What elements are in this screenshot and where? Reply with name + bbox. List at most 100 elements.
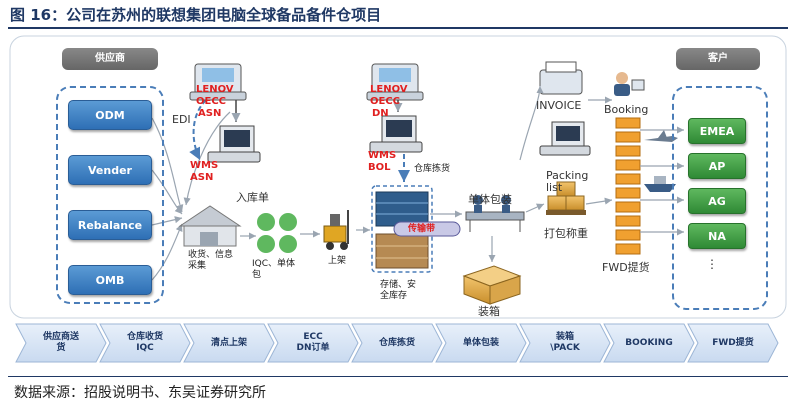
customer-emea[interactable]: EMEA [688, 118, 746, 144]
receive-label-1: 收货、信息 [188, 250, 234, 260]
dn-terminal-icon [366, 63, 424, 101]
edi-terminal-icon [189, 63, 247, 101]
pallet-boxes-icon [546, 181, 586, 215]
wms-bol-line-2: BOL [368, 162, 391, 173]
wms-bol-line-1: WMS [368, 150, 397, 161]
step-fwd-pickup: FWD提货 [694, 324, 772, 362]
shipping-box-icon [462, 265, 522, 305]
storage-label-2: 全库存 [380, 291, 408, 301]
chevron-9 [687, 323, 779, 363]
customer-header: 客户 [676, 48, 760, 70]
edi-label: EDI [172, 113, 191, 126]
inbound-order-label: 入库单 [236, 191, 269, 204]
supplier-odm[interactable]: ODM [68, 100, 152, 130]
step-unit-pack: 单体包装 [442, 324, 520, 362]
airplane-icon [644, 130, 678, 142]
step-boxing: 装箱\PACK [526, 324, 604, 362]
wms-computer-icon [207, 125, 261, 163]
chevron-3 [183, 323, 275, 363]
process-chevrons [15, 323, 779, 363]
step-count-shelve: 清点上架 [190, 324, 268, 362]
step-7-line-1: 装箱 [555, 332, 574, 342]
title-rule [8, 27, 788, 29]
conveyor-belt-icon [393, 221, 461, 237]
iqc-label-2: 包 [252, 270, 262, 280]
step-picking: 仓库拣货 [358, 324, 436, 362]
packing-station-icon [465, 195, 525, 232]
step-4-line-2: DN订单 [296, 343, 330, 353]
qc-badge-icons [257, 213, 297, 253]
storage-frame [371, 185, 433, 273]
step-9-line-1: FWD提货 [712, 337, 754, 348]
conveyor-label: 传输带 [408, 224, 436, 234]
fwd-rack-icon [615, 117, 641, 255]
chevron-5 [351, 323, 443, 363]
step-2-line-1: 仓库收货 [126, 332, 163, 342]
chevron-4 [267, 323, 359, 363]
chevron-7 [519, 323, 611, 363]
step-5-line-1: 仓库拣货 [378, 337, 415, 348]
diagram-frame [9, 35, 787, 319]
invoice-label: INVOICE [536, 99, 582, 112]
packing-list-label-1: Packing [546, 169, 589, 182]
step-1-line-1: 供应商送 [42, 332, 79, 342]
step-4-line-1: ECC [303, 332, 323, 342]
edi-line-2: OECC [196, 96, 227, 107]
supplier-vender[interactable]: Vender [68, 155, 152, 185]
iqc-label-1: IQC、单体 [252, 259, 296, 269]
chevron-1 [15, 323, 107, 363]
figure-source: 数据来源：招股说明书、东吴证券研究所 [14, 385, 266, 401]
customer-more: ⋮ [706, 257, 718, 271]
fwd-label: FWD提货 [602, 261, 650, 274]
step-2-line-2: IQC [136, 343, 154, 353]
forklift-icon [323, 210, 349, 250]
customer-ap[interactable]: AP [688, 153, 746, 179]
wms-asn-line-1: WMS [190, 160, 219, 171]
chevron-6 [435, 323, 527, 363]
step-1-line-2: 货 [56, 343, 66, 353]
outbound-arrows [240, 85, 684, 240]
invoice-printer-icon [539, 61, 583, 95]
packing-list-label-2: list [546, 181, 563, 194]
edi-line-3: ASN [198, 108, 222, 119]
customer-na[interactable]: NA [688, 223, 746, 249]
dn-line-2: OECC [370, 96, 401, 107]
supplier-arrows [151, 111, 231, 281]
source-rule [8, 376, 788, 377]
unit-pack-label: 单体包装 [468, 193, 512, 206]
step-supplier-delivery: 供应商送货 [22, 324, 100, 362]
step-6-line-1: 单体包装 [462, 337, 499, 348]
shelf-label: 上架 [328, 256, 347, 266]
wms-asn-line-2: ASN [190, 172, 214, 183]
figure-title: 图 16：公司在苏州的联想集团电脑全球备品备件仓项目 [10, 6, 382, 24]
customer-ag[interactable]: AG [688, 188, 746, 214]
chevron-2 [99, 323, 191, 363]
supplier-omb[interactable]: OMB [68, 265, 152, 295]
supplier-header: 供应商 [62, 48, 158, 70]
flow-diagram [9, 35, 787, 363]
packing-computer-icon [539, 121, 591, 156]
picking-label: 仓库拣货 [414, 164, 451, 174]
chevron-8 [603, 323, 695, 363]
storage-racks-image [375, 191, 429, 269]
supplier-group [56, 86, 164, 304]
warehouse-building-icon [178, 205, 242, 247]
dn-line-3: DN [372, 108, 389, 119]
supplier-rebalance[interactable]: Rebalance [68, 210, 152, 240]
step-7-line-2: \PACK [550, 343, 580, 353]
dn-line-1: LENOV [370, 84, 408, 95]
receive-label-2: 采集 [188, 261, 207, 271]
edi-flow [189, 94, 213, 161]
customer-group [672, 86, 768, 310]
booking-label: Booking [604, 103, 649, 116]
weigh-label: 打包称重 [544, 227, 588, 240]
ship-icon [644, 176, 676, 192]
step-8-line-1: BOOKING [625, 337, 673, 348]
step-3-line-1: 清点上架 [210, 337, 247, 348]
wms-bol-computer-icon [369, 115, 423, 153]
storage-label-1: 存储、安 [380, 280, 417, 290]
step-booking: BOOKING [610, 324, 688, 362]
booking-agent-icon [614, 72, 645, 96]
